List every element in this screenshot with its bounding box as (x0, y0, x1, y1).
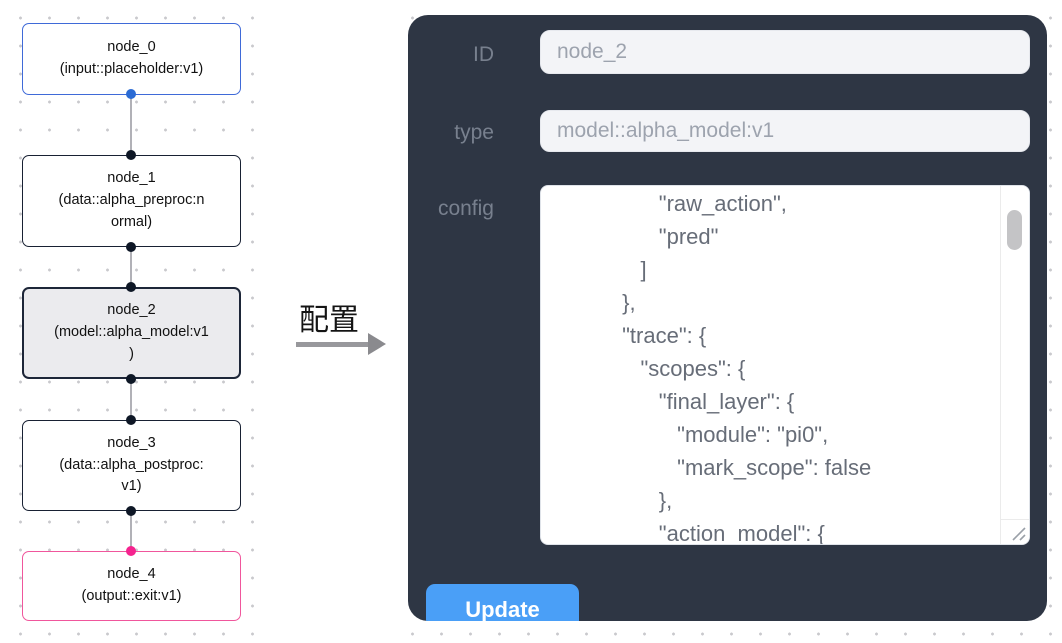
flow-node-node_2-selected[interactable]: node_2 (model::alpha_model:v1 ) (22, 287, 241, 379)
flow-node-node_1[interactable]: node_1 (data::alpha_preproc:n ormal) (22, 155, 241, 247)
type-field-label: type (454, 121, 494, 144)
config-textarea[interactable]: "raw_action", "pred" ] }, "trace": { "sc… (540, 185, 1030, 545)
flow-node-node_4[interactable]: node_4 (output::exit:v1) (22, 551, 241, 621)
config-annotation-label: 配置 (299, 304, 359, 337)
connection-handle-node_2-target[interactable] (126, 282, 136, 292)
connection-handle-node_4-target[interactable] (126, 546, 136, 556)
config-arrow-icon (296, 333, 388, 355)
config-scrollbar-thumb[interactable] (1007, 210, 1022, 250)
flow-node-node_3[interactable]: node_3 (data::alpha_postproc: v1) (22, 420, 241, 511)
config-scrollbar[interactable] (1000, 186, 1029, 544)
connection-handle-node_3-source[interactable] (126, 506, 136, 516)
node-config-panel: ID type config "raw_action", "pred" ] },… (408, 15, 1047, 621)
config-field-label: config (437, 197, 494, 220)
edge (130, 94, 132, 155)
id-field-label: ID (473, 43, 494, 66)
edge (130, 247, 132, 287)
connection-handle-node_2-source[interactable] (126, 374, 136, 384)
connection-handle-node_1-target[interactable] (126, 150, 136, 160)
resize-handle-icon[interactable] (1010, 525, 1027, 542)
scrollbar-corner (1000, 519, 1029, 544)
update-button[interactable]: Update (426, 584, 579, 621)
id-input[interactable] (540, 30, 1030, 74)
edge (130, 379, 132, 420)
flow-node-node_0[interactable]: node_0 (input::placeholder:v1) (22, 23, 241, 95)
type-input[interactable] (540, 110, 1030, 152)
config-json-text: "raw_action", "pred" ] }, "trace": { "sc… (622, 191, 872, 544)
connection-handle-node_0-source[interactable] (126, 89, 136, 99)
connection-handle-node_1-source[interactable] (126, 242, 136, 252)
edge (130, 511, 132, 551)
connection-handle-node_3-target[interactable] (126, 415, 136, 425)
